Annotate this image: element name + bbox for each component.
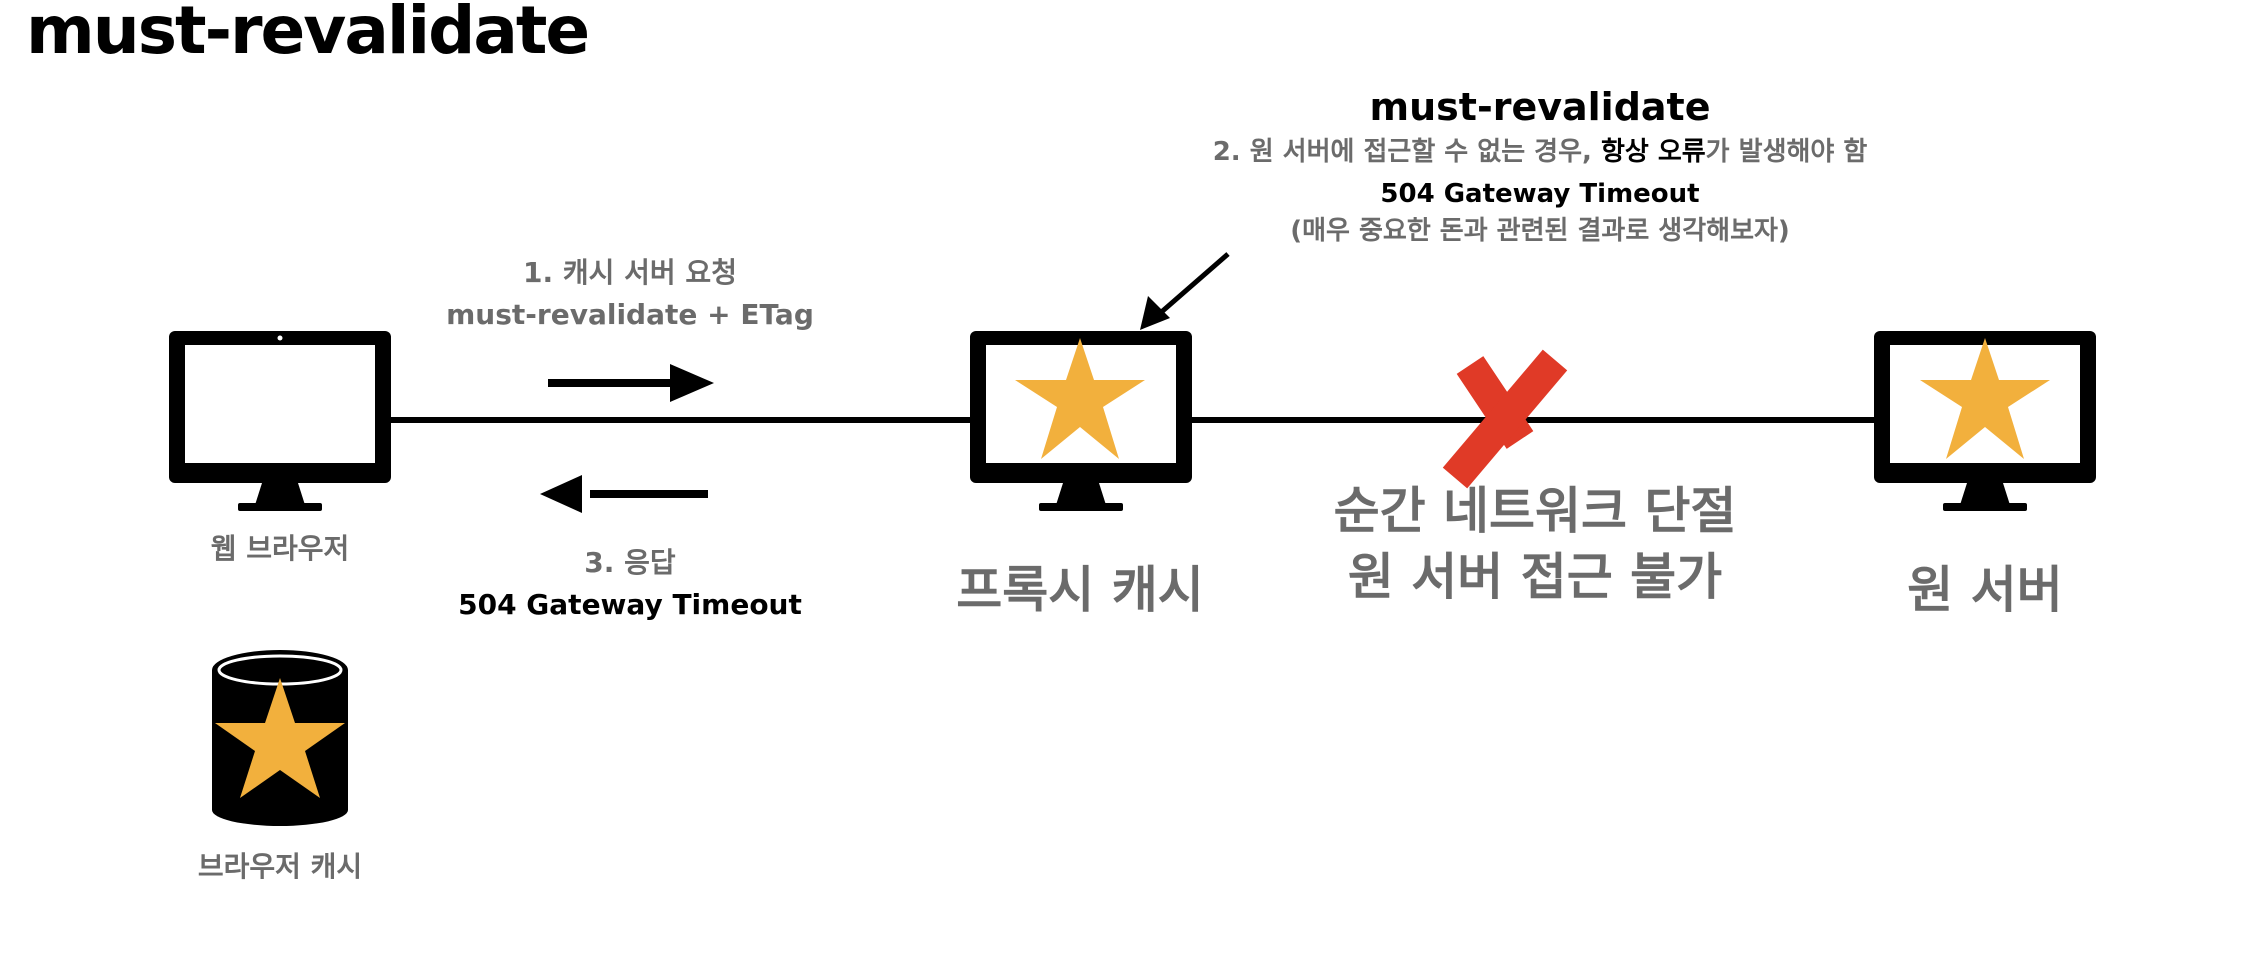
disconnect-cross-icon (1442, 349, 1568, 489)
response-label-line2: 504 Gateway Timeout (458, 588, 802, 621)
origin-star-icon (1920, 338, 2050, 459)
disconnect-label-line2: 원 서버 접근 불가 (1347, 548, 1723, 606)
page-title: must-revalidate (26, 0, 590, 69)
response-arrow-icon (540, 475, 708, 513)
proxy-star-icon (1015, 338, 1145, 459)
note-title: must-revalidate (1369, 85, 1711, 129)
browser-label: 웹 브라우저 (210, 532, 350, 565)
response-label: 3. 응답 504 Gateway Timeout (430, 542, 830, 626)
response-label-line1: 3. 응답 (584, 546, 676, 579)
browser-cache-star-icon (215, 678, 345, 798)
note-line3: (매우 중요한 돈과 관련된 결과로 생각해보자) (1290, 216, 1790, 246)
request-label: 1. 캐시 서버 요청 must-revalidate + ETag (440, 252, 820, 336)
request-label-line1: 1. 캐시 서버 요청 (523, 256, 737, 289)
disconnect-label: 순간 네트워크 단절 원 서버 접근 불가 (1290, 478, 1780, 610)
proxy-monitor-icon (970, 331, 1192, 511)
note-line1-part2: 가 발생해야 함 (1705, 137, 1868, 167)
note-line1: 2. 원 서버에 접근할 수 없는 경우, 항상 오류가 발생해야 함 (1140, 132, 1940, 172)
browser-monitor-icon (169, 331, 391, 511)
note-pointer-arrow-icon (1140, 252, 1230, 330)
request-label-line2: must-revalidate + ETag (446, 298, 814, 331)
note-line2: 504 Gateway Timeout (1380, 179, 1700, 209)
request-arrow-icon (548, 364, 714, 402)
disconnect-label-line1: 순간 네트워크 단절 (1333, 482, 1737, 540)
origin-monitor-icon (1874, 331, 2096, 511)
origin-label: 원 서버 (1907, 561, 2063, 619)
note-line1-bold: 항상 오류 (1600, 137, 1706, 167)
note-line1-part1: 2. 원 서버에 접근할 수 없는 경우, (1212, 137, 1601, 167)
note-block: must-revalidate 2. 원 서버에 접근할 수 없는 경우, 항상… (1140, 82, 1940, 246)
proxy-label: 프록시 캐시 (956, 561, 1204, 619)
browser-cache-database-icon (212, 650, 348, 826)
browser-cache-label: 브라우저 캐시 (197, 850, 363, 883)
